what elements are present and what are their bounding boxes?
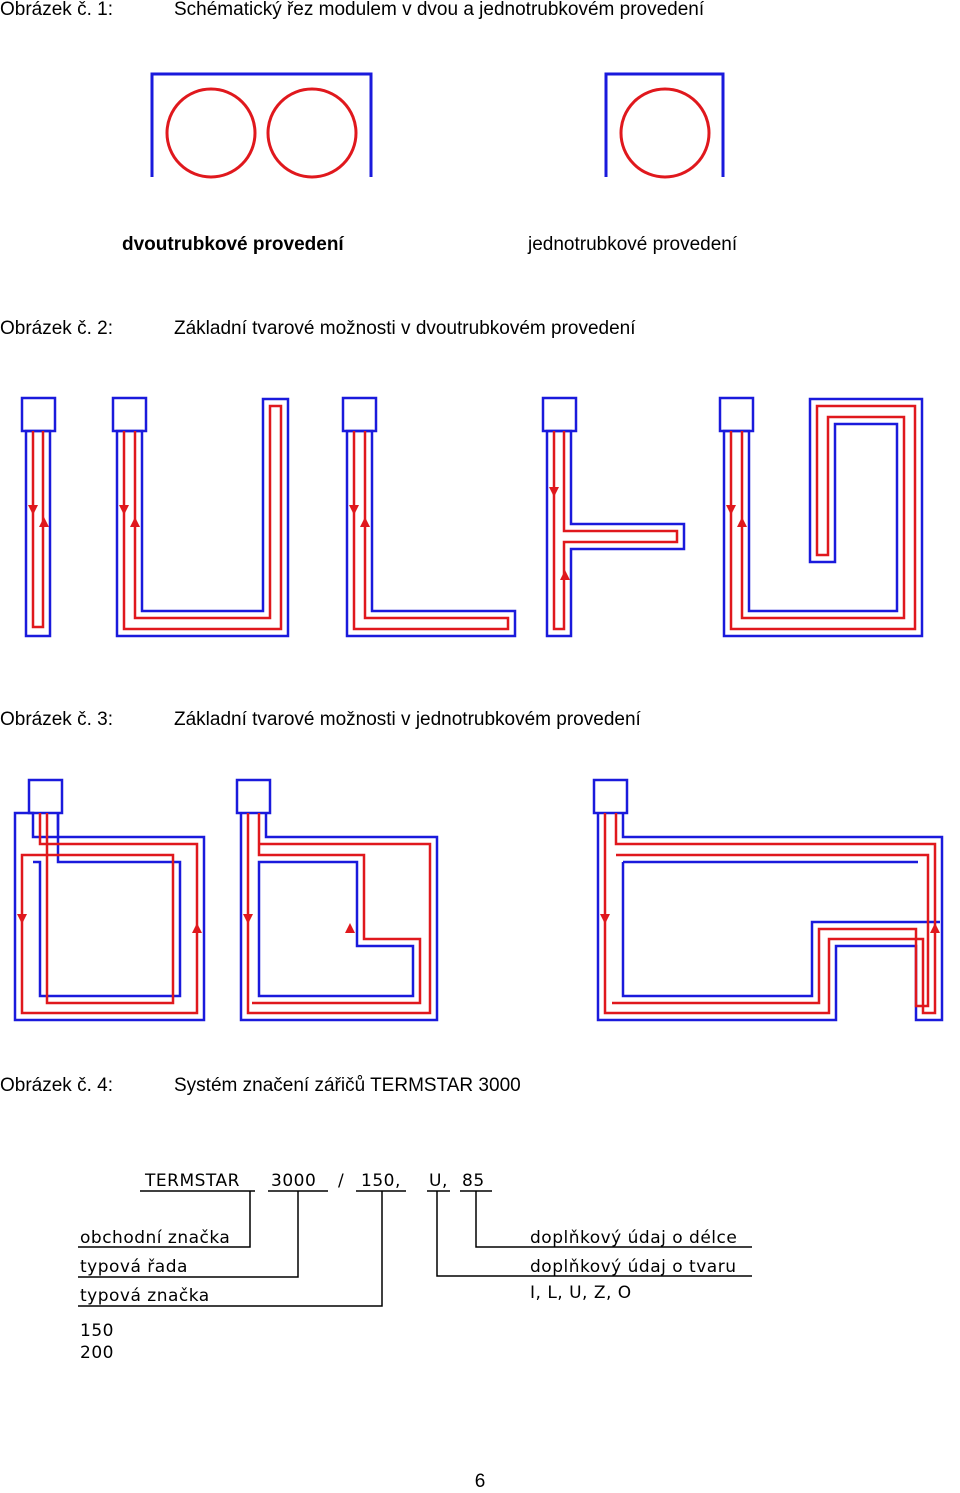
- shape-rectangle: [13, 778, 206, 1022]
- module-frame: [604, 72, 725, 177]
- code-series: 3000: [271, 1171, 316, 1191]
- code-slash: /: [338, 1171, 344, 1191]
- module-inner-outline: [257, 860, 415, 998]
- type-value: 200: [80, 1343, 114, 1363]
- pipe-loop: [603, 813, 937, 1015]
- legend-series: typová řada: [80, 1257, 188, 1277]
- module-outline: [722, 397, 924, 638]
- module-outline: [545, 429, 686, 638]
- shape-o: [718, 396, 924, 638]
- figure-2-shapes: [20, 396, 924, 638]
- flow-arrow-up: [345, 923, 355, 933]
- shape-codes: I, L, U, Z, O: [530, 1283, 632, 1303]
- figure-number: Obrázek č. 2:: [0, 318, 113, 339]
- legend-length: doplňkový údaj o délce: [530, 1228, 737, 1248]
- pipe-cross-section: [266, 87, 358, 179]
- module-frame: [150, 72, 373, 177]
- shape-l-single: [235, 778, 439, 1022]
- figure-number: Obrázek č. 4:: [0, 1075, 113, 1096]
- figure-title: Základní tvarové možnosti v dvoutrubkové…: [174, 318, 636, 339]
- leader-type: [78, 1191, 383, 1307]
- connection-box: [235, 778, 272, 815]
- shape-l: [341, 396, 517, 638]
- module-outline: [239, 813, 439, 1022]
- flow-arrow-down: [600, 914, 610, 924]
- shape-z-single: [592, 778, 944, 1022]
- flow-arrow-down: [119, 505, 129, 515]
- figure-4-designation: TERMSTAR 3000 / 150, U, 85 obchodní znač…: [78, 1171, 752, 1363]
- flow-arrow-down: [28, 505, 38, 515]
- shape-t: [541, 396, 686, 638]
- code-shape: U,: [429, 1171, 448, 1191]
- flow-arrow-down: [549, 487, 559, 497]
- module-outline: [115, 397, 290, 638]
- one-pipe-section: [604, 72, 725, 179]
- code-type: 150,: [361, 1171, 401, 1191]
- legend-brand: obchodní značka: [80, 1228, 230, 1248]
- figure-1-cross-sections: [150, 72, 725, 179]
- pipe-loop: [246, 813, 432, 1015]
- leader-shape: [436, 1191, 752, 1277]
- figure-title: Základní tvarové možnosti v jednotrubkov…: [174, 709, 641, 730]
- flow-arrow-up: [39, 517, 49, 527]
- code-brand: TERMSTAR: [144, 1171, 240, 1191]
- pipe-loop: [729, 404, 917, 631]
- pipe-loop: [552, 431, 679, 631]
- two-pipe-label: dvoutrubkové provedení: [122, 234, 344, 255]
- pipe-loop: [352, 431, 510, 631]
- module-outline: [24, 429, 52, 638]
- leader-series: [78, 1191, 299, 1278]
- module-inner-outline: [621, 860, 940, 998]
- module-outline: [345, 429, 517, 638]
- figure-3-shapes: [13, 778, 944, 1022]
- pipe-cross-section: [619, 87, 711, 179]
- pipe-loop: [122, 404, 283, 631]
- flow-arrow-down: [17, 914, 27, 924]
- pipe-loop: [20, 813, 199, 1015]
- flow-arrow-up: [737, 517, 747, 527]
- figure-title: Schématický řez modulem v dvou a jednotr…: [174, 0, 705, 20]
- flow-arrow-up: [930, 923, 940, 933]
- page-number: 6: [474, 1471, 486, 1492]
- connection-box: [592, 778, 629, 815]
- one-pipe-label: jednotrubkové provedení: [528, 234, 738, 255]
- figure-number: Obrázek č. 3:: [0, 709, 113, 730]
- flow-arrow-up: [560, 570, 570, 580]
- flow-arrow-up: [130, 517, 140, 527]
- two-pipe-section: [150, 72, 373, 179]
- flow-arrow-up: [360, 517, 370, 527]
- pipe-cross-section: [165, 87, 257, 179]
- connection-box: [27, 778, 64, 815]
- type-value: 150: [80, 1321, 114, 1341]
- flow-arrow-down: [243, 914, 253, 924]
- flow-arrow-up: [192, 923, 202, 933]
- figure-title: Systém značení zářičů TERMSTAR 3000: [174, 1075, 521, 1096]
- pipe-loop: [31, 431, 45, 629]
- leader-length: [475, 1191, 752, 1248]
- flow-arrow-down: [726, 505, 736, 515]
- code-length: 85: [462, 1171, 485, 1191]
- legend-type: typová značka: [80, 1286, 210, 1306]
- module-inner-outline: [33, 813, 182, 998]
- legend-shape: doplňkový údaj o tvaru: [530, 1257, 736, 1277]
- figure-number: Obrázek č. 1:: [0, 0, 113, 20]
- shape-i: [20, 396, 57, 638]
- flow-arrow-down: [349, 505, 359, 515]
- shape-u: [111, 396, 290, 638]
- leader-brand: [78, 1191, 251, 1248]
